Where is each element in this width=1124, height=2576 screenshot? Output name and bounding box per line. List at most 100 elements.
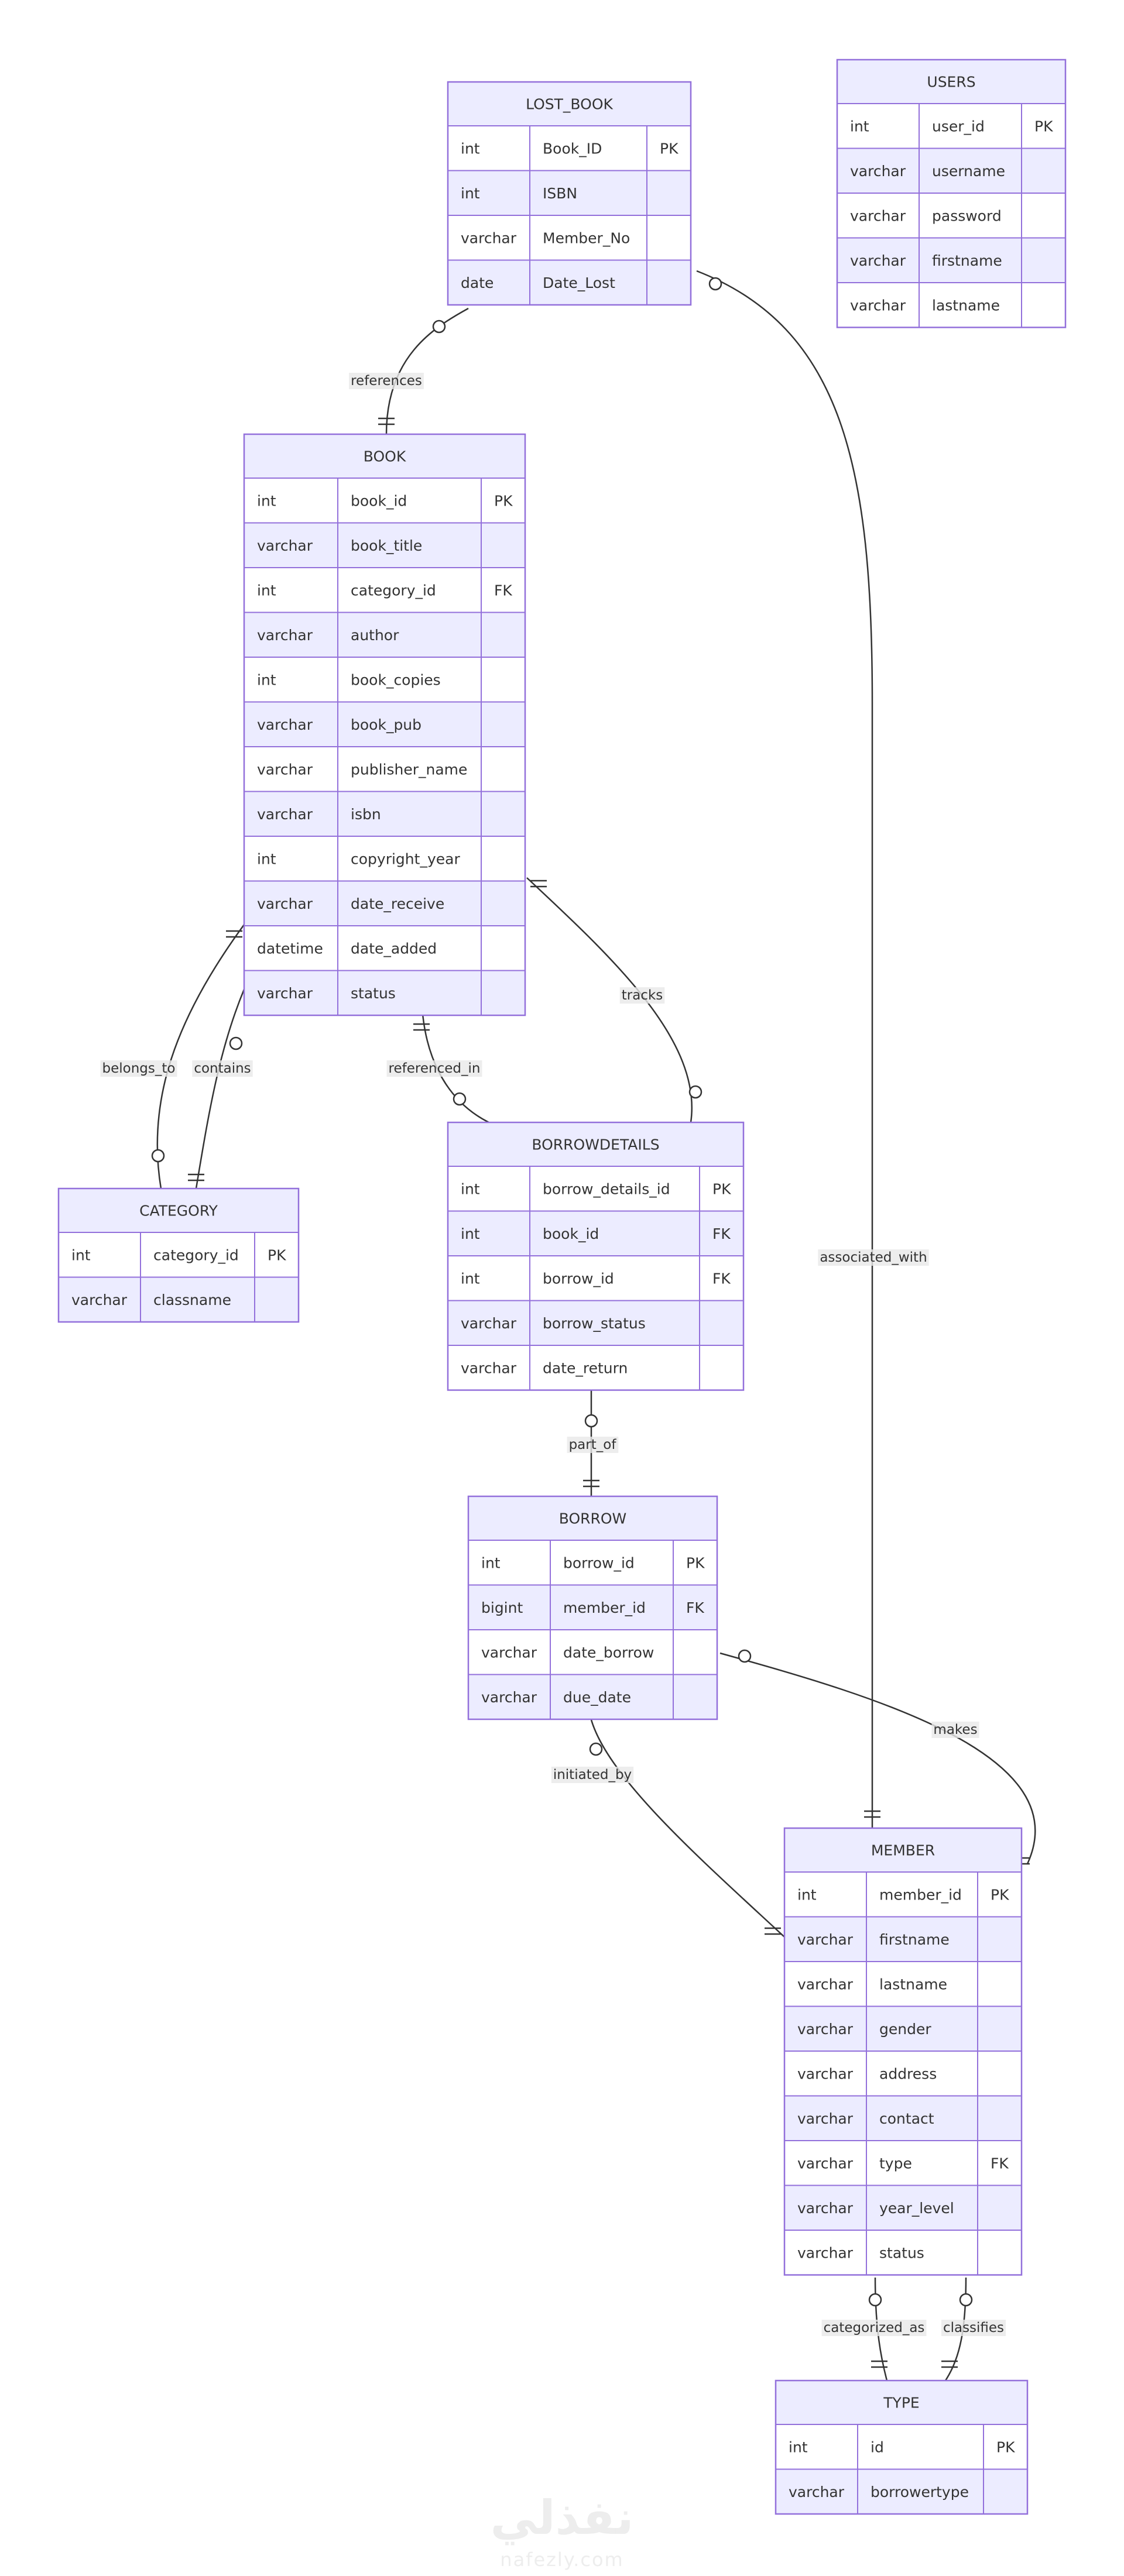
- entity-border: [775, 2379, 1029, 2515]
- attribute-cell: [673, 1584, 718, 1630]
- attribute-cell: [58, 1276, 141, 1323]
- attribute-name: date_borrow: [563, 1644, 654, 1661]
- relationship-label: references: [349, 373, 424, 389]
- attribute-cell: [140, 1232, 255, 1278]
- attribute-cell: [244, 791, 338, 837]
- relationship-line-tracks: [526, 877, 693, 1123]
- attribute-cell: [866, 1961, 978, 2007]
- attribute-cell: [481, 970, 526, 1016]
- entity-border: [447, 81, 692, 306]
- watermark-logo: نفذلي: [491, 2491, 634, 2545]
- attribute-cell: [1021, 103, 1066, 149]
- attribute-key: FK: [712, 1270, 731, 1287]
- relationship-label: makes: [931, 1722, 979, 1738]
- attribute-type: varchar: [257, 985, 313, 1002]
- attribute-type: varchar: [789, 2484, 845, 2501]
- attribute-cell: [673, 1629, 718, 1675]
- cardinality-many-marker: [708, 277, 722, 291]
- attribute-name: status: [351, 985, 396, 1002]
- entity-border: [783, 1827, 1023, 2276]
- attribute-type: int: [850, 118, 869, 135]
- relationship-line-belongs-to: [156, 924, 245, 1189]
- relationship-label-bg: [551, 1767, 634, 1783]
- attribute-type: varchar: [850, 252, 906, 269]
- attribute-cell: [244, 657, 338, 703]
- entity-border: [243, 433, 526, 1016]
- attribute-cell: [837, 237, 920, 283]
- attribute-cell: [529, 1345, 700, 1391]
- cardinality-many-marker: [453, 1092, 467, 1106]
- relationship-label: part_of: [567, 1437, 619, 1453]
- relationship-label-bg: [386, 1060, 482, 1077]
- attribute-cell: [866, 2095, 978, 2141]
- attribute-name: isbn: [351, 806, 381, 823]
- attribute-cell: [337, 836, 482, 882]
- attribute-name: author: [351, 627, 399, 644]
- attribute-cell: [244, 522, 338, 568]
- relationship-line-associated-with: [696, 270, 873, 1828]
- attribute-cell: [481, 522, 526, 568]
- attribute-cell: [784, 2005, 867, 2052]
- entity-header: [244, 434, 526, 479]
- attribute-name: type: [879, 2155, 912, 2172]
- attribute-cell: [857, 2424, 984, 2470]
- cardinality-one-marker: [413, 1023, 430, 1031]
- attribute-cell: [468, 1540, 551, 1586]
- attribute-cell: [983, 2468, 1028, 2515]
- relationship-label-bg: [192, 1060, 253, 1077]
- attribute-name: date_return: [543, 1359, 628, 1376]
- attribute-name: year_level: [879, 2200, 954, 2217]
- attribute-key: FK: [686, 1599, 704, 1616]
- attribute-type: int: [481, 1554, 501, 1571]
- attribute-type: varchar: [481, 1689, 537, 1706]
- relationship-line-initiated-by: [590, 1719, 785, 1938]
- relationship-label: classifies: [941, 2320, 1006, 2336]
- attribute-type: varchar: [797, 2200, 854, 2217]
- cardinality-many-marker: [151, 1149, 165, 1163]
- attribute-cell: [481, 657, 526, 703]
- attribute-cell: [481, 701, 526, 747]
- attribute-cell: [866, 2051, 978, 2097]
- attribute-type: int: [797, 1886, 817, 1903]
- attribute-name: date_added: [351, 940, 437, 957]
- attribute-type: varchar: [797, 1931, 854, 1948]
- attribute-cell: [784, 1871, 867, 1918]
- entity-title: TYPE: [883, 2395, 919, 2412]
- relationship-label-text: part_of: [569, 1437, 617, 1452]
- attribute-type: varchar: [797, 1976, 854, 1993]
- relationship-label-text: classifies: [943, 2320, 1004, 2335]
- attribute-type: varchar: [257, 806, 313, 823]
- relationship-label-bg: [100, 1060, 177, 1077]
- attribute-row: varchar year_level: [784, 2185, 1022, 2231]
- relationship-label: belongs_to: [100, 1060, 177, 1077]
- attribute-key: PK: [712, 1180, 731, 1197]
- attribute-type: int: [461, 140, 480, 157]
- attribute-cell: [784, 1961, 867, 2007]
- attribute-name: member_id: [879, 1886, 962, 1903]
- attribute-key: PK: [996, 2438, 1015, 2455]
- attribute-cell: [529, 1210, 700, 1256]
- relationship-label-text: makes: [933, 1722, 977, 1737]
- attribute-type: varchar: [850, 163, 906, 180]
- attribute-cell: [857, 2468, 984, 2515]
- attribute-name: contact: [879, 2110, 934, 2127]
- attribute-cell: [244, 746, 338, 792]
